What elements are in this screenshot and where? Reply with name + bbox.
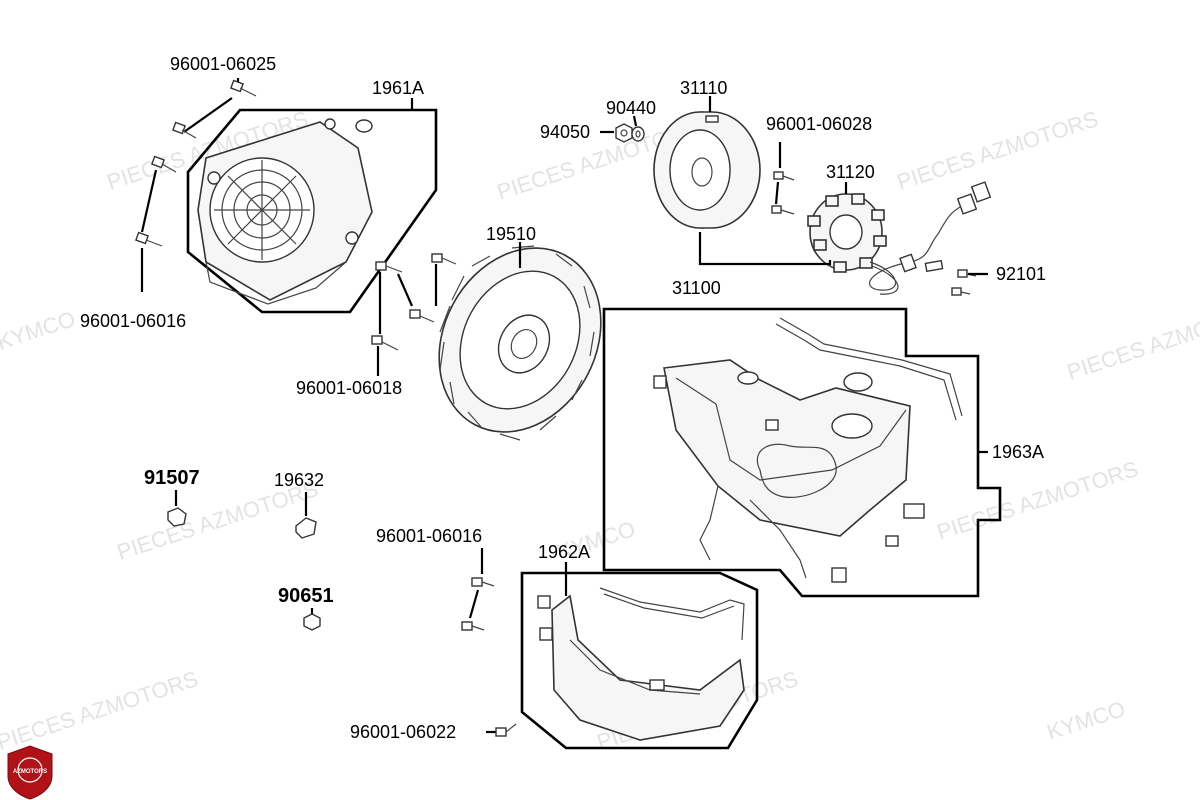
label-94050: 94050 bbox=[540, 122, 590, 142]
logo-text: AZMOTORS bbox=[13, 769, 47, 775]
bolt-96001-06025[interactable] bbox=[172, 78, 257, 139]
label-96001-06028: 96001-06028 bbox=[766, 114, 872, 134]
clip-19632[interactable] bbox=[295, 492, 317, 539]
label-31110: 31110 bbox=[680, 78, 727, 98]
watermarks: PIECES AZMOTORS PIECES AZMOTORS PIECES A… bbox=[0, 106, 1200, 755]
part-labels: 96001-06025 1961A 96001-06016 19510 9600… bbox=[80, 54, 1046, 742]
label-96001-06018: 96001-06018 bbox=[296, 378, 402, 398]
watermark-text: KYMCO bbox=[1044, 696, 1128, 745]
label-96001-06016-mid: 96001-06016 bbox=[376, 526, 482, 546]
cooling-fan-part[interactable] bbox=[408, 220, 632, 461]
watermark-text: PIECES AZMOTORS bbox=[0, 666, 201, 755]
label-96001-06016-top: 96001-06016 bbox=[80, 311, 186, 331]
fan-cover-part[interactable] bbox=[197, 118, 373, 305]
label-90440: 90440 bbox=[606, 98, 656, 118]
watermark-text: PIECES AZMOTORS bbox=[934, 456, 1141, 545]
label-1962a: 1962A bbox=[538, 542, 590, 562]
side-cover-1962a-part[interactable] bbox=[537, 587, 745, 741]
label-31100: 31100 bbox=[672, 278, 721, 298]
label-1961a: 1961A bbox=[372, 78, 424, 98]
clip-91507[interactable] bbox=[167, 490, 187, 527]
frame-1961a bbox=[186, 108, 438, 314]
watermark-text: KYMCO bbox=[0, 306, 78, 355]
label-96001-06025: 96001-06025 bbox=[170, 54, 276, 74]
label-96001-06022: 96001-06022 bbox=[350, 722, 456, 742]
bolts-96001-06016-mid[interactable] bbox=[461, 548, 495, 631]
watermark-text: PIECES AZMOTORS bbox=[1064, 296, 1200, 385]
label-91507: 91507 bbox=[144, 467, 200, 489]
watermark-text: PIECES AZMOTORS bbox=[894, 106, 1101, 195]
label-1963a: 1963A bbox=[992, 442, 1044, 462]
label-92101: 92101 bbox=[996, 264, 1046, 284]
label-19632: 19632 bbox=[274, 470, 324, 490]
label-90651: 90651 bbox=[278, 585, 334, 607]
washer-90440[interactable] bbox=[631, 126, 645, 142]
leader-lines bbox=[410, 96, 988, 596]
azmotors-logo: AZMOTORS bbox=[7, 745, 53, 800]
bracket-31100 bbox=[698, 232, 832, 266]
bolts-96001-06018[interactable] bbox=[371, 253, 457, 376]
nut-94050[interactable] bbox=[615, 123, 633, 143]
bolts-96001-06016-top[interactable] bbox=[135, 155, 177, 292]
nut-90651[interactable] bbox=[303, 608, 321, 631]
rotor-part[interactable] bbox=[653, 111, 761, 229]
label-31120: 31120 bbox=[826, 162, 875, 182]
stator-part[interactable] bbox=[807, 181, 992, 295]
label-19510: 19510 bbox=[486, 224, 536, 244]
screws-92101[interactable] bbox=[951, 269, 988, 296]
bolt-96001-06022[interactable] bbox=[486, 723, 517, 737]
frame-1962a bbox=[520, 571, 759, 750]
frame-1963a bbox=[602, 307, 1002, 598]
lower-cover-1963a-part[interactable] bbox=[653, 317, 963, 583]
bolts-96001-06028[interactable] bbox=[771, 142, 795, 215]
